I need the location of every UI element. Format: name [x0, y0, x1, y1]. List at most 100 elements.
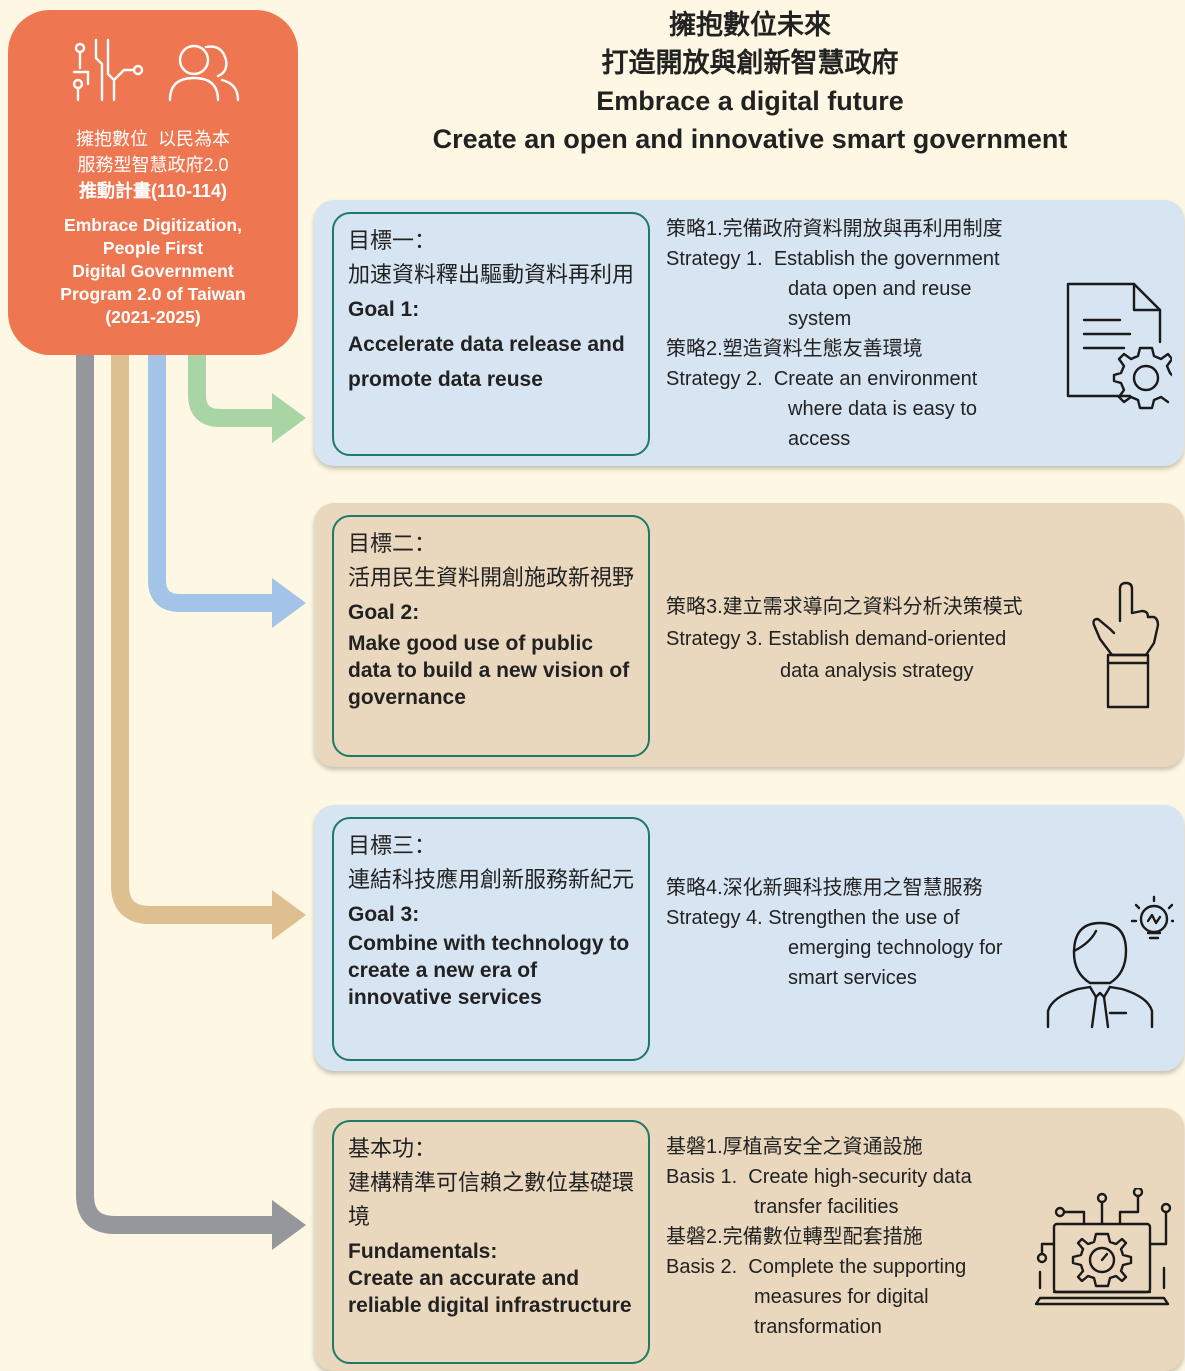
goal-2-zh-text: 活用民生資料開創施政新視野 [348, 565, 635, 590]
goal-2-zh-heading: 目標二： [348, 531, 437, 556]
basis-1-en: Basis 1. Create high-security data [666, 1162, 972, 1192]
basis-2-line1: Complete the supporting [748, 1256, 967, 1278]
strategy-1-en: Strategy 1. Establish the government [666, 244, 1003, 274]
goal-3-zh-heading: 目標三： [348, 833, 437, 858]
main-title: 擁抱數位未來 打造開放與創新智慧政府 Embrace a digital fut… [330, 6, 1170, 158]
goal-3-panel: 目標三： 連結科技應用創新服務新紀元 Goal 3: Combine with … [314, 805, 1184, 1071]
basis-2-line2: measures for digital [754, 1286, 929, 1308]
goal-3-en: Goal 3: Combine with technology to creat… [348, 901, 642, 1011]
circuit-icon [72, 38, 144, 102]
strategy-2-line1: Create an environment [773, 368, 978, 390]
strategy-3-label: Strategy 3. [666, 628, 763, 650]
title-en-line2: Create an open and innovative smart gove… [432, 124, 1068, 154]
goal-1-en-text: Accelerate data release and promote data… [348, 333, 625, 391]
program-en-text: Embrace Digitization, People First Digit… [8, 214, 298, 329]
arrow-goal-2-head [272, 578, 306, 628]
arrow-goal-2 [148, 355, 276, 612]
fundamentals-zh-heading: 基本功： [348, 1136, 437, 1161]
strategy-2-line3: access [788, 428, 851, 450]
arrow-goal-3-head [272, 890, 306, 940]
goal-1-zh-text: 加速資料釋出驅動資料再利用 [348, 262, 635, 287]
arrow-goal-1 [188, 355, 276, 427]
program-zh-text: 擁抱數位 以民為本 服務型智慧政府2.0 推動計畫(110-114) [8, 126, 298, 204]
goal-3-en-heading: Goal 3: [348, 903, 420, 926]
strategy-1-line1: Establish the government [773, 248, 1000, 270]
strategy-2-en: Strategy 2. Create an environment [666, 364, 1003, 394]
goal-2-box: 目標二： 活用民生資料開創施政新視野 Goal 2: Make good use… [332, 515, 650, 757]
document-gear-icon [1066, 282, 1172, 410]
people-icon [168, 44, 240, 102]
program-en-line1: Embrace Digitization, [64, 215, 242, 235]
basis-2-zh: 基磐2.完備數位轉型配套措施 [666, 1226, 923, 1248]
laptop-gear-icon [1034, 1188, 1172, 1306]
program-en-line5: (2021-2025) [105, 307, 201, 327]
goal-3-strategies: 策略4.深化新興科技應用之智慧服務 Strategy 4. Strengthen… [666, 873, 1003, 993]
person-lightbulb-icon [1046, 895, 1174, 1029]
basis-1-line2: transfer facilities [754, 1196, 899, 1218]
basis-1-line1: Create high-security data [748, 1166, 972, 1188]
goal-2-en-text: Make good use of public data to build a … [348, 632, 630, 709]
program-icons [72, 38, 240, 102]
fundamentals-zh: 基本功： 建構精準可信賴之數位基礎環境 [348, 1132, 638, 1234]
strategy-4-line1: Strengthen the use of [768, 907, 960, 929]
strategy-1-line3: system [788, 308, 852, 330]
basis-1-zh: 基磐1.厚植高安全之資通設施 [666, 1136, 923, 1158]
strategy-3-zh: 策略3.建立需求導向之資料分析決策模式 [666, 596, 1023, 618]
strategy-2-label: Strategy 2. [666, 368, 763, 390]
goal-1-strategies: 策略1.完備政府資料開放與再利用制度 Strategy 1. Establish… [666, 214, 1003, 454]
goal-2-zh: 目標二： 活用民生資料開創施政新視野 [348, 527, 638, 595]
strategy-4-en: Strategy 4. Strengthen the use of [666, 903, 1003, 933]
program-en-line2: People First [102, 238, 204, 258]
strategy-3-line2: data analysis strategy [780, 660, 974, 682]
fundamentals-en-text: Create an accurate and reliable digital … [348, 1267, 632, 1317]
strategy-3-en: Strategy 3. Establish demand-oriented [666, 623, 1023, 655]
goal-1-box: 目標一： 加速資料釋出驅動資料再利用 Goal 1: Accelerate da… [332, 212, 650, 456]
title-en-line1: Embrace a digital future [596, 86, 904, 116]
arrow-fundamentals [76, 355, 276, 1234]
fundamentals-strategies: 基磐1.厚植高安全之資通設施 Basis 1. Create high-secu… [666, 1132, 972, 1342]
fundamentals-zh-text: 建構精準可信賴之數位基礎環境 [348, 1170, 635, 1229]
strategy-3-line1: Establish demand-oriented [768, 628, 1007, 650]
strategy-1-label: Strategy 1. [666, 248, 763, 270]
title-zh-line1: 擁抱數位未來 [669, 10, 831, 40]
goal-1-zh-heading: 目標一： [348, 228, 437, 253]
program-box: 擁抱數位 以民為本 服務型智慧政府2.0 推動計畫(110-114) Embra… [8, 10, 298, 355]
arrow-goal-3 [111, 355, 276, 924]
goal-1-en-heading: Goal 1: [348, 298, 420, 321]
program-zh-line2: 服務型智慧政府2.0 [77, 155, 229, 175]
program-zh-line1: 擁抱數位 以民為本 [75, 129, 230, 149]
goal-2-en: Goal 2: Make good use of public data to … [348, 599, 642, 711]
goal-2-panel: 目標二： 活用民生資料開創施政新視野 Goal 2: Make good use… [314, 503, 1184, 767]
strategy-2-line2: where data is easy to [788, 398, 977, 420]
strategy-4-label: Strategy 4. [666, 907, 763, 929]
fundamentals-en: Fundamentals: Create an accurate and rel… [348, 1238, 642, 1319]
fundamentals-en-heading: Fundamentals: [348, 1240, 498, 1263]
strategy-1-line2: data open and reuse [788, 278, 972, 300]
strategy-4-line3: smart services [788, 967, 917, 989]
goal-3-zh-text: 連結科技應用創新服務新紀元 [348, 867, 635, 892]
fundamentals-panel: 基本功： 建構精準可信賴之數位基礎環境 Fundamentals: Create… [314, 1108, 1184, 1371]
program-zh-line3: 推動計畫(110-114) [78, 181, 228, 201]
basis-2-en: Basis 2. Complete the supporting [666, 1252, 972, 1282]
goal-2-strategies: 策略3.建立需求導向之資料分析決策模式 Strategy 3. Establis… [666, 591, 1023, 687]
strategy-1-zh: 策略1.完備政府資料開放與再利用制度 [666, 218, 1003, 240]
program-en-line3: Digital Government [72, 261, 234, 281]
goal-3-en-text: Combine with technology to create a new … [348, 932, 630, 1009]
arrow-fundamentals-head [272, 1200, 306, 1250]
goal-1-en: Goal 1: Accelerate data release and prom… [348, 292, 642, 397]
arrow-goal-1-head [272, 393, 306, 443]
strategy-2-zh: 策略2.塑造資料生態友善環境 [666, 338, 923, 360]
goal-2-en-heading: Goal 2: [348, 601, 420, 624]
basis-1-label: Basis 1. [666, 1166, 738, 1188]
basis-2-line3: transformation [754, 1316, 882, 1338]
basis-2-label: Basis 2. [666, 1256, 738, 1278]
goal-3-box: 目標三： 連結科技應用創新服務新紀元 Goal 3: Combine with … [332, 817, 650, 1061]
goal-1-zh: 目標一： 加速資料釋出驅動資料再利用 [348, 224, 638, 292]
strategy-4-zh: 策略4.深化新興科技應用之智慧服務 [666, 877, 983, 899]
strategy-4-line2: emerging technology for [788, 937, 1003, 959]
program-en-line4: Program 2.0 of Taiwan [60, 284, 246, 304]
goal-3-zh: 目標三： 連結科技應用創新服務新紀元 [348, 829, 638, 897]
goal-1-panel: 目標一： 加速資料釋出驅動資料再利用 Goal 1: Accelerate da… [314, 200, 1184, 466]
fundamentals-box: 基本功： 建構精準可信賴之數位基礎環境 Fundamentals: Create… [332, 1120, 650, 1364]
